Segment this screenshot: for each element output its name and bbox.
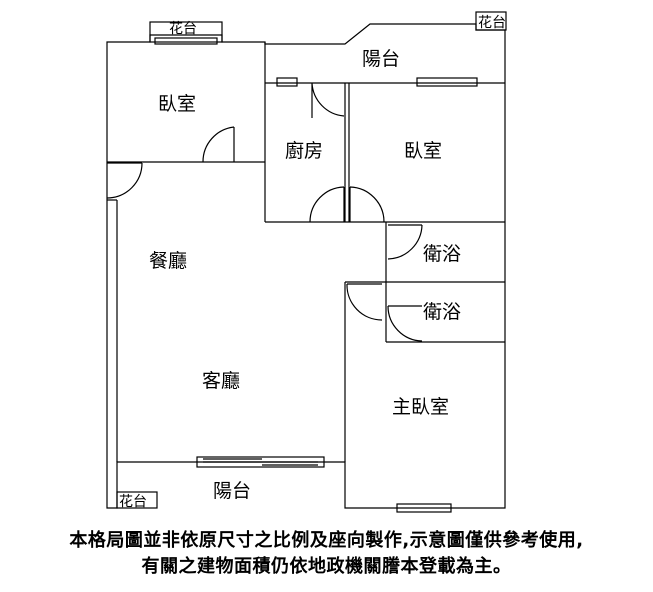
master-bedroom-label: 主臥室 xyxy=(392,396,449,418)
floor-plan: 花台 花台 花台 陽台 臥室 廚房 臥室 餐廳 衛浴 衛浴 客廳 主臥室 陽台 xyxy=(106,11,507,513)
planter-top-label: 花台 xyxy=(169,21,197,37)
bathroom-2-label: 衛浴 xyxy=(423,301,461,323)
door xyxy=(387,305,423,342)
planter-top-right-label: 花台 xyxy=(478,15,506,31)
sliding-door xyxy=(196,456,325,468)
window xyxy=(276,77,298,87)
balcony-top-label: 陽台 xyxy=(362,48,400,70)
door xyxy=(311,82,345,118)
door xyxy=(309,186,345,223)
window xyxy=(416,77,478,87)
window-top-planter xyxy=(154,37,218,45)
planter-bottom-left-label: 花台 xyxy=(119,494,147,510)
living-label: 客廳 xyxy=(202,370,240,392)
door xyxy=(346,283,383,321)
planter-bottom-left-box xyxy=(116,491,158,509)
door xyxy=(387,224,423,260)
bedroom-1-label: 臥室 xyxy=(158,93,196,115)
dining-label: 餐廳 xyxy=(149,250,187,272)
bathroom-1-label: 衛浴 xyxy=(423,243,461,265)
disclaimer-line-1: 本格局圖並非依原尺寸之比例及座向製作,示意圖僅供參考使用, xyxy=(69,530,584,551)
disclaimer-line-2: 有關之建物面積仍依地政機關謄本登載為主。 xyxy=(141,556,512,577)
bedroom-2-label: 臥室 xyxy=(404,140,442,162)
window xyxy=(396,503,452,513)
planter-top-right-box xyxy=(475,11,507,31)
door xyxy=(349,186,385,223)
kitchen-label: 廚房 xyxy=(285,139,323,162)
balcony-bottom-label: 陽台 xyxy=(213,480,251,502)
planter-top-box xyxy=(149,21,223,43)
door xyxy=(202,126,235,163)
door xyxy=(106,162,143,199)
